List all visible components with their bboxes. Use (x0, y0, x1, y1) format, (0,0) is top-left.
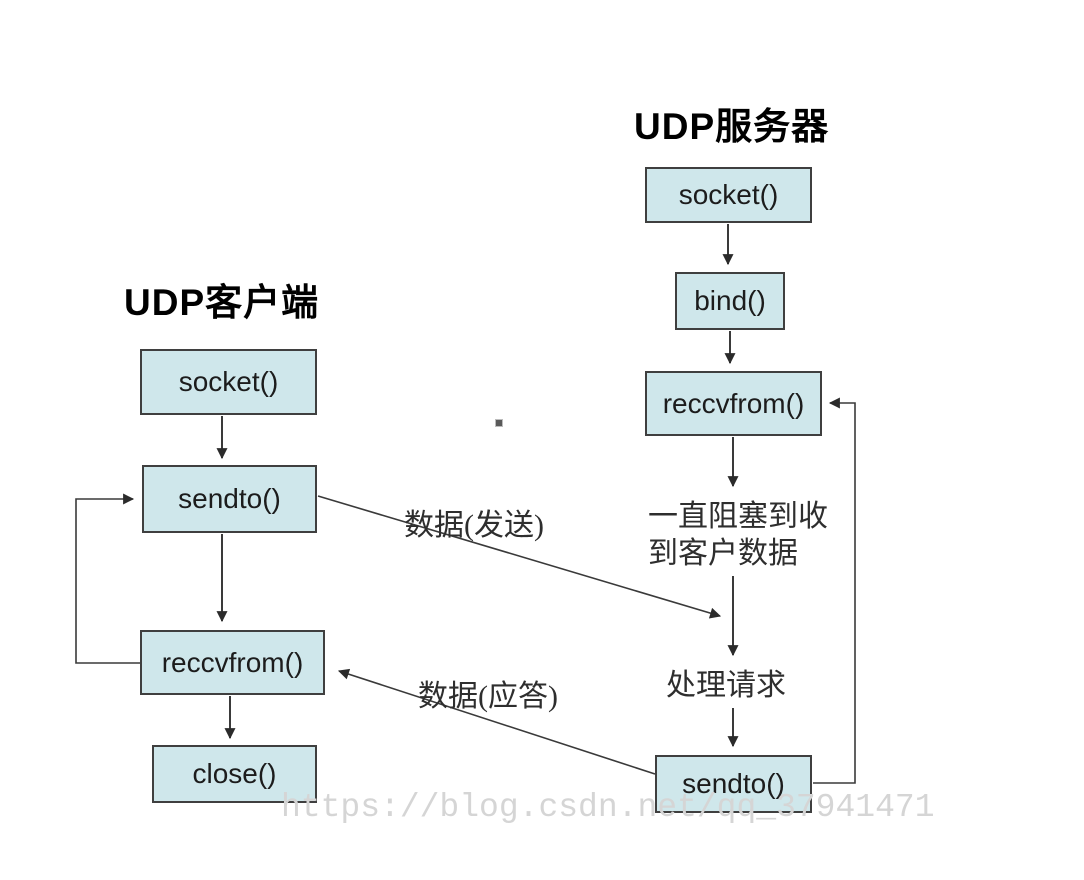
stray-dot-artifact (495, 419, 503, 427)
server-sendto-node: sendto() (655, 755, 812, 813)
loop-client-recvfrom-to-sendto (75, 493, 140, 664)
client-recvfrom-node: reccvfrom() (140, 630, 325, 695)
server-blocking-note: 一直阻塞到收 到客户数据 (648, 498, 828, 572)
client-close-node: close() (152, 745, 317, 803)
loop-server-sendto-to-recvfrom (813, 397, 856, 784)
server-blocking-note-line2: 到客户数据 (648, 537, 798, 570)
server-process-note: 处理请求 (666, 669, 786, 702)
watermark: https://blog.csdn.net/qq_37941471 (281, 789, 935, 826)
client-title: UDP客户端 (124, 282, 320, 323)
server-title: UDP服务器 (634, 106, 830, 147)
server-bind-node: bind() (675, 272, 785, 330)
server-recvfrom-node: reccvfrom() (645, 371, 822, 436)
edge-label-data-reply: 数据(应答) (418, 680, 558, 713)
server-socket-node: socket() (645, 167, 812, 223)
client-sendto-node: sendto() (142, 465, 317, 533)
server-blocking-note-line1: 一直阻塞到收 (648, 500, 828, 533)
client-socket-node: socket() (140, 349, 317, 415)
edge-label-data-send: 数据(发送) (404, 509, 544, 542)
